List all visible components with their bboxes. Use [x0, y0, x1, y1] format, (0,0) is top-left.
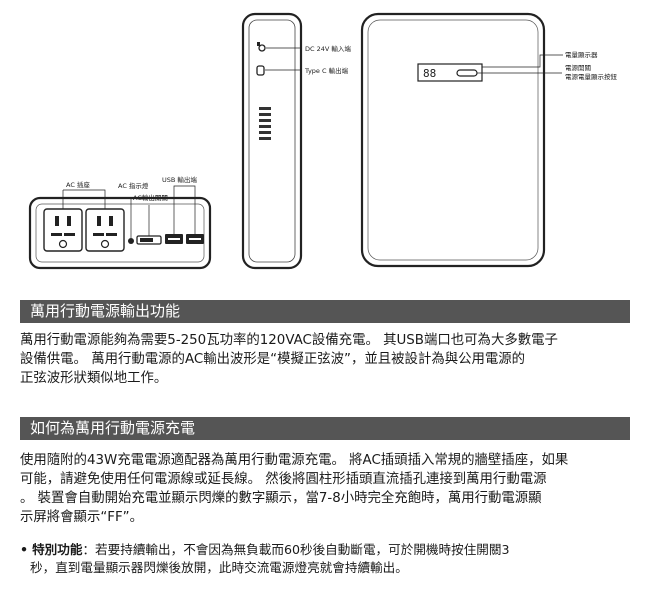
power-button [456, 69, 478, 77]
note-line-1: • 特別功能：若要持續輸出，不會因為無負載而60秒後自動斷電，可於開機時按住開關… [20, 541, 630, 559]
ac-indicator-label: AC 指示燈 [118, 181, 149, 190]
section-body-output: 萬用行動電源能夠為需要5-250瓦功率的120VAC設備充電。 其USB端口也可… [20, 331, 630, 388]
section-line: 萬用行動電源能夠為需要5-250瓦功率的120VAC設備充電。 其USB端口也可… [20, 333, 558, 348]
section-title-output: 萬用行動電源輸出功能 [20, 300, 630, 323]
battery-display [417, 63, 483, 82]
side-view: DC 24V 輸入端 Type C 輸出端 [241, 12, 351, 270]
ac-socket-1 [43, 208, 83, 252]
special-feature-note: • 特別功能：若要持續輸出，不會因為無負載而60秒後自動斷電，可於開機時按住開關… [20, 541, 630, 577]
section-title-charging: 如何為萬用行動電源充電 [20, 417, 630, 440]
section-line: 。 裝置會自動開始充電並顯示閃爍的數字顯示，當7-8小時完全充飽時，萬用行動電源… [20, 491, 542, 506]
typec-output-label: Type C 輸出端 [304, 66, 349, 75]
section-line: 示屏將會顯示“FF”。 [20, 510, 144, 525]
section-line: 使用隨附的43W充電電源適配器為萬用行動電源充電。 將AC插頭插入常規的牆壁插座… [20, 453, 569, 468]
ac-indicator-light [128, 238, 134, 244]
note-label: 特別功能 [32, 542, 83, 557]
front-view: AC 插座 AC 指示燈 AC輸出開關 USB 輸出端 [28, 175, 212, 270]
dc-input-label: DC 24V 輸入端 [305, 44, 351, 53]
ac-socket-2 [85, 208, 125, 252]
side-vents [259, 107, 271, 140]
display-readout: 88 [423, 67, 436, 80]
dc-input-port [258, 44, 266, 52]
section-body-charging: 使用隨附的43W充電電源適配器為萬用行動電源充電。 將AC插頭插入常規的牆壁插座… [20, 451, 630, 527]
typec-port [256, 65, 265, 76]
product-diagram: DC 24V 輸入端 Type C 輸出端 88 電量顯示器 電源開關 電源電量… [28, 12, 618, 270]
bullet-icon: • [20, 542, 29, 557]
power-switch-label: 電源開關 [565, 63, 591, 72]
top-view: 88 電量顯示器 電源開關 電源電量顯示按鈕 [360, 12, 618, 268]
ac-socket-label: AC 插座 [66, 180, 90, 189]
note-text-2: 秒，直到電量顯示器閃爍後放開，此時交流電源燈亮就會持續輸出。 [30, 560, 408, 575]
display-label: 電量顯示器 [565, 51, 598, 59]
section-line: 可能，請避免使用任何電源線或延長線。 然後將圓柱形插頭直流插孔連接到萬用行動電源 [20, 472, 547, 487]
note-text-1: ：若要持續輸出，不會因為無負載而60秒後自動斷電，可於開機時按住開關3 [82, 542, 510, 557]
section-line: 設備供電。 萬用行動電源的AC輸出波形是“模擬正弦波”，並且被設計為與公用電源的 [20, 352, 526, 367]
ac-output-switch-label: AC輸出開關 [133, 193, 168, 202]
usb-output-label: USB 輸出端 [162, 175, 197, 184]
section-line: 正弦波形狀類似地工作。 [20, 371, 168, 386]
power-display-button-label: 電源電量顯示按鈕 [565, 72, 618, 81]
